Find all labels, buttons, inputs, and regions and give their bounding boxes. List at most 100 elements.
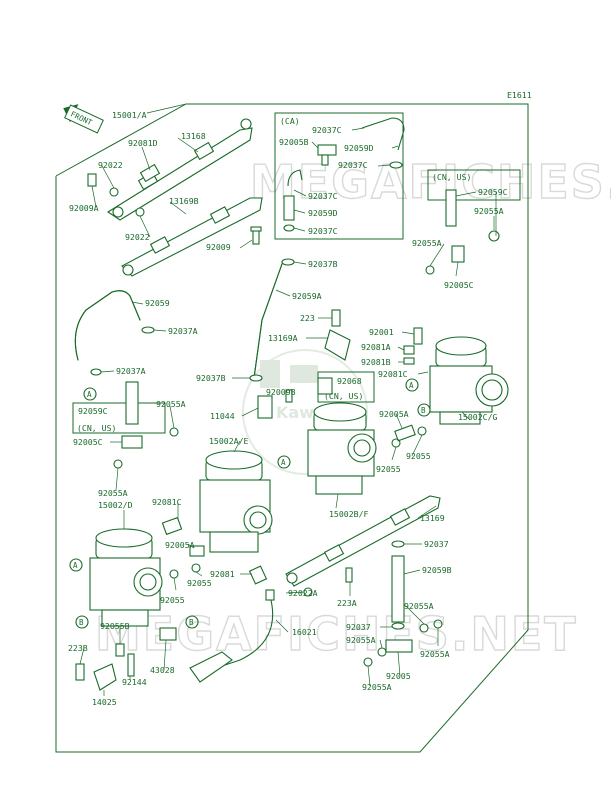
- label-92037-2: 92037: [346, 622, 371, 632]
- label-13169b: 13169B: [169, 196, 199, 206]
- ca-frame-label: (CA): [280, 116, 300, 126]
- bracket-11044: [257, 395, 273, 419]
- label-14025: 14025: [92, 697, 117, 707]
- label-92081c-2: 92081C: [152, 497, 182, 507]
- ref-a-left: A: [69, 558, 83, 572]
- svg-text:A: A: [73, 561, 78, 570]
- collar-92022-top: [109, 187, 119, 197]
- label-92005a-1: 92005A: [379, 409, 409, 419]
- hose-92059d-ca-lower: [287, 169, 303, 187]
- hose-92059c-top: [445, 189, 457, 227]
- spring-92081a: [403, 345, 415, 355]
- carburetor-15002: [89, 528, 163, 627]
- tube-92068: [317, 377, 333, 395]
- sheet-code: E1611: [507, 90, 532, 100]
- label-92068: 92068: [337, 376, 362, 386]
- label-92055a-3: 92055A: [156, 399, 186, 409]
- label-92059c-2: 92059C: [78, 406, 108, 416]
- oring-92055-center: [191, 563, 201, 573]
- front-arrow: FRONT: [63, 104, 104, 134]
- oring-92055a-center: [169, 427, 179, 437]
- hose-92059b: [391, 555, 405, 623]
- cn-us-top-frame: [427, 169, 521, 201]
- oring-92055-right: [391, 438, 401, 448]
- label-223b: 223B: [68, 643, 88, 653]
- ref-b-left: B: [75, 615, 89, 629]
- fitting-92005c-top: [451, 245, 465, 263]
- oring-92055a-left: [425, 265, 435, 275]
- spring-92081d: [139, 163, 161, 183]
- label-92081b: 92081B: [361, 357, 391, 367]
- plug-43028: [159, 627, 177, 641]
- label-92037c-4: 92037C: [308, 226, 338, 236]
- cn-us-center-label: (CN, US): [324, 391, 363, 401]
- spring-92005a-right: [394, 424, 416, 442]
- cable-16021: [203, 595, 274, 673]
- cn-us-left-label: (CN, US): [77, 423, 116, 433]
- label-92022a: 92022A: [288, 588, 318, 598]
- screw-223: [331, 309, 341, 327]
- clip-92037c-ca-lower: [283, 224, 295, 232]
- label-92055a-8: 92055A: [362, 682, 392, 692]
- collar-92022-bottom: [135, 207, 145, 217]
- ca-frame: [274, 112, 404, 240]
- label-92081d: 92081D: [128, 138, 158, 148]
- bolt-92009a: [87, 173, 97, 187]
- label-223: 223: [300, 313, 315, 323]
- fitting-92005c-left: [121, 435, 143, 449]
- spring-92081c-left: [161, 516, 183, 536]
- svg-text:B: B: [189, 618, 194, 627]
- label-92037a-2: 92037A: [116, 366, 146, 376]
- svg-text:B: B: [421, 406, 426, 415]
- label-13169: 13169: [420, 513, 445, 523]
- label-92005b: 92005B: [279, 137, 309, 147]
- hose-92059: [74, 290, 141, 361]
- carburetor-15002a: [199, 450, 273, 553]
- spring-92005a-center: [189, 545, 205, 557]
- fuel-rail-lower: [121, 197, 263, 277]
- spring-92081: [248, 565, 268, 585]
- label-92059d-1: 92059D: [344, 143, 374, 153]
- cn-us-top-label: (CN, US): [432, 172, 471, 182]
- label-15002a: 15002A/E: [209, 436, 249, 446]
- hose-92059c-left: [125, 381, 139, 425]
- label-92059d-2: 92059D: [308, 208, 338, 218]
- oring-92055-center2: [169, 569, 179, 579]
- label-92055-2: 92055: [406, 451, 431, 461]
- clip-92037a-left: [90, 368, 102, 376]
- fuel-rail-13169: [285, 495, 441, 587]
- fitting-92005-bottom: [385, 639, 413, 653]
- label-15002c: 15002C/G: [458, 412, 498, 422]
- hose-92059d-ca: [361, 117, 405, 151]
- part-labels: 15001/A 13168 92081D 92022 92009A 13169B…: [68, 110, 508, 707]
- label-92037a-1: 92037A: [168, 326, 198, 336]
- oring-92055-right2: [417, 426, 427, 436]
- label-92055b: 92055B: [100, 621, 130, 631]
- label-15002d: 15002/D: [98, 500, 133, 510]
- spring-92081b: [403, 357, 415, 365]
- screw-92001: [413, 327, 423, 345]
- label-13168: 13168: [181, 131, 206, 141]
- screw-92009b: [285, 389, 293, 403]
- label-15002b: 15002B/F: [329, 509, 369, 519]
- label-92037b-2: 92037B: [196, 373, 226, 383]
- label-223a: 223A: [337, 598, 357, 608]
- bracket-13169a: [324, 329, 351, 361]
- screw-92144: [127, 653, 135, 677]
- carburetor-15002b: [307, 402, 377, 495]
- label-92037b-1: 92037B: [308, 259, 338, 269]
- fuel-rail-upper: [106, 118, 253, 221]
- label-92081c-1: 92081C: [378, 369, 408, 379]
- oring-92055a-left-lower: [113, 459, 123, 469]
- label-92009: 92009: [206, 242, 231, 252]
- clip-92037b-top: [281, 258, 295, 266]
- label-92055a-5: 92055A: [404, 601, 434, 611]
- screw-223b: [75, 663, 85, 681]
- svg-text:A: A: [281, 458, 286, 467]
- clip-92037b-lower: [249, 374, 263, 382]
- label-15001: 15001/A: [112, 110, 147, 120]
- label-92022-b: 92022: [125, 232, 150, 242]
- label-92022-a: 92022: [98, 160, 123, 170]
- cn-us-left-frame: [72, 402, 166, 434]
